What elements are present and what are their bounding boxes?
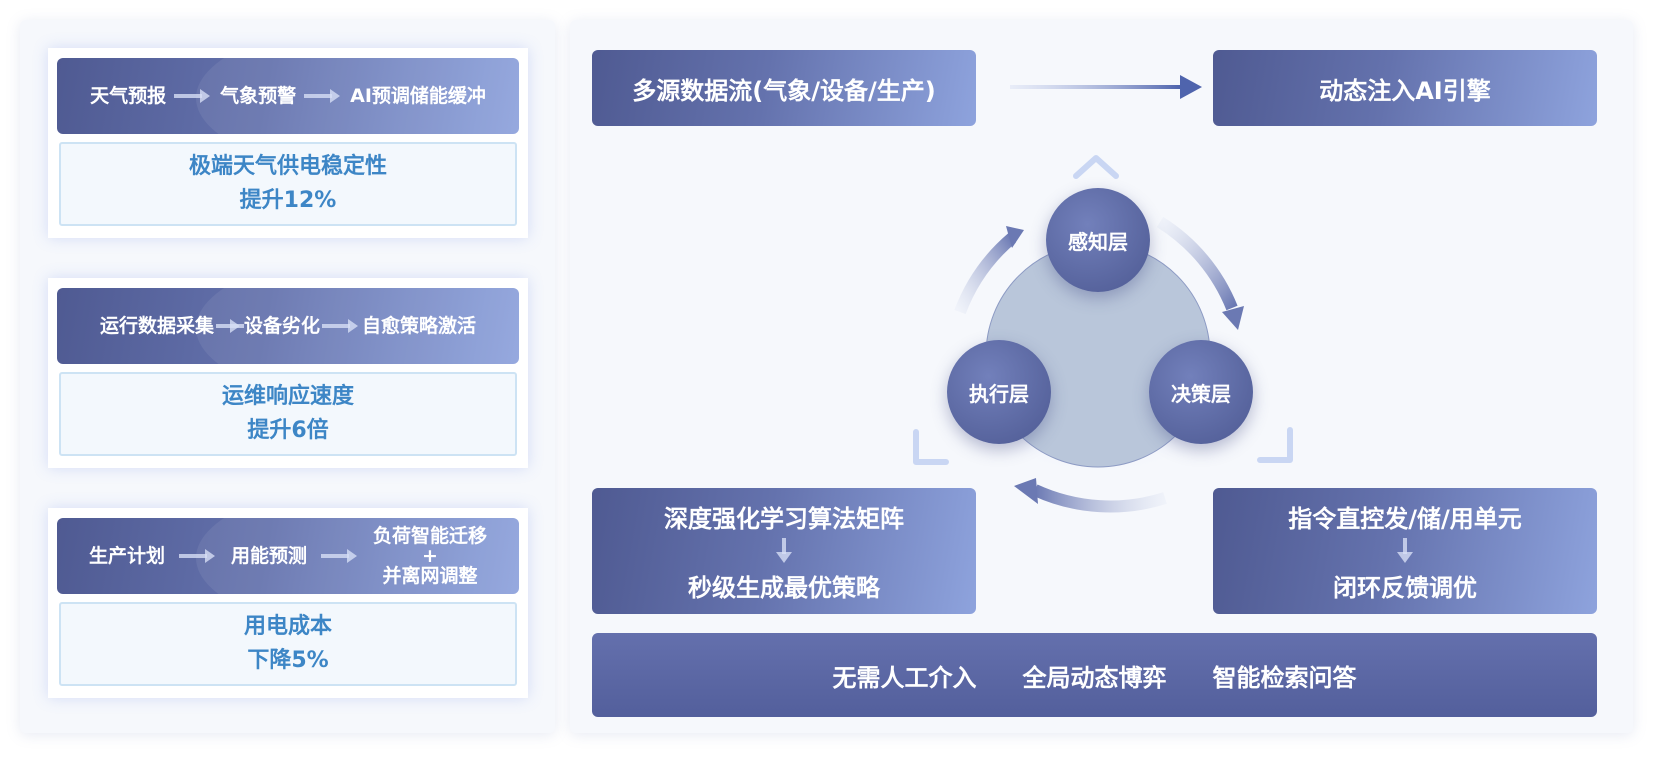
- algorithm-line2: 秒级生成最优策略: [688, 574, 880, 602]
- node-label: 执行层: [969, 381, 1029, 406]
- flow-bar: 天气预报 气象预警 AI预调储能缓冲: [57, 58, 519, 134]
- down-arrow-icon: [1397, 538, 1413, 564]
- scenario-card-weather: 天气预报 气象预警 AI预调储能缓冲 极端天气供电稳定性 提升12%: [48, 48, 528, 238]
- data-stream-box: 多源数据流(气象/设备/生产): [592, 50, 976, 126]
- down-arrow-icon: [776, 538, 792, 564]
- flow-bar: 生产计划 用能预测 负荷智能迁移 + 并离网调整: [57, 518, 519, 594]
- flow-step: 生产计划: [88, 545, 165, 567]
- right-arrow-icon: [215, 319, 244, 333]
- data-stream-label: 多源数据流(气象/设备/生产): [632, 76, 936, 105]
- scenario-card-cost: 生产计划 用能预测 负荷智能迁移 + 并离网调整 用电成本 下降5%: [48, 508, 528, 698]
- ai-engine-label: 动态注入AI引擎: [1319, 76, 1491, 105]
- node-execution: 执行层: [947, 340, 1051, 444]
- flow-step: 并离网调整: [382, 565, 478, 587]
- ai-engine-box: 动态注入AI引擎: [1213, 50, 1597, 126]
- right-arrow-icon: [174, 89, 212, 103]
- plus-sign: +: [422, 545, 438, 567]
- control-box: 指令直控发/储/用单元 闭环反馈调优: [1213, 488, 1597, 614]
- node-label: 决策层: [1171, 381, 1231, 406]
- result-title: 极端天气供电稳定性: [188, 154, 387, 179]
- right-arrow-icon: [304, 89, 342, 103]
- right-arrow-icon: [178, 549, 217, 563]
- flow-step: 用能预测: [230, 545, 307, 567]
- flow-step: 负荷智能迁移: [373, 525, 488, 547]
- flow-step: 气象预警: [220, 85, 297, 107]
- result-value: 提升6倍: [247, 418, 329, 443]
- control-line2: 闭环反馈调优: [1333, 574, 1477, 602]
- flow-step: 运行数据采集: [99, 315, 214, 337]
- banner-item: 智能检索问答: [1212, 663, 1357, 692]
- flow-step: 自愈策略激活: [362, 315, 477, 337]
- node-decision: 决策层: [1149, 340, 1253, 444]
- scenario-card-maintenance: 运行数据采集 设备劣化 自愈策略激活 运维响应速度 提升6倍: [48, 278, 528, 468]
- flow-bar: 运行数据采集 设备劣化 自愈策略激活: [57, 288, 519, 364]
- result-title: 用电成本: [243, 614, 332, 639]
- flow-step: AI预调储能缓冲: [350, 85, 486, 107]
- node-label: 感知层: [1068, 229, 1128, 254]
- result-value: 下降5%: [247, 648, 329, 673]
- result-box: 用电成本 下降5%: [59, 602, 517, 686]
- flow-step: 天气预报: [90, 85, 167, 107]
- result-title: 运维响应速度: [221, 384, 354, 409]
- banner-item: 全局动态博弈: [1022, 663, 1167, 692]
- flow-step-stack: 负荷智能迁移 + 并离网调整: [373, 526, 487, 586]
- result-value: 提升12%: [239, 188, 337, 213]
- right-panel: [570, 20, 1633, 733]
- result-box: 运维响应速度 提升6倍: [59, 372, 517, 456]
- right-arrow-icon: [321, 549, 359, 563]
- right-arrow-icon: [322, 319, 360, 333]
- node-perception: 感知层: [1046, 188, 1150, 292]
- algorithm-line1: 深度强化学习算法矩阵: [664, 505, 904, 533]
- flow-step: 设备劣化: [243, 315, 320, 337]
- control-line1: 指令直控发/储/用单元: [1288, 505, 1522, 533]
- capability-banner: 无需人工介入 全局动态博弈 智能检索问答: [592, 633, 1597, 717]
- result-box: 极端天气供电稳定性 提升12%: [59, 142, 517, 226]
- banner-item: 无需人工介入: [832, 663, 977, 692]
- algorithm-box: 深度强化学习算法矩阵 秒级生成最优策略: [592, 488, 976, 614]
